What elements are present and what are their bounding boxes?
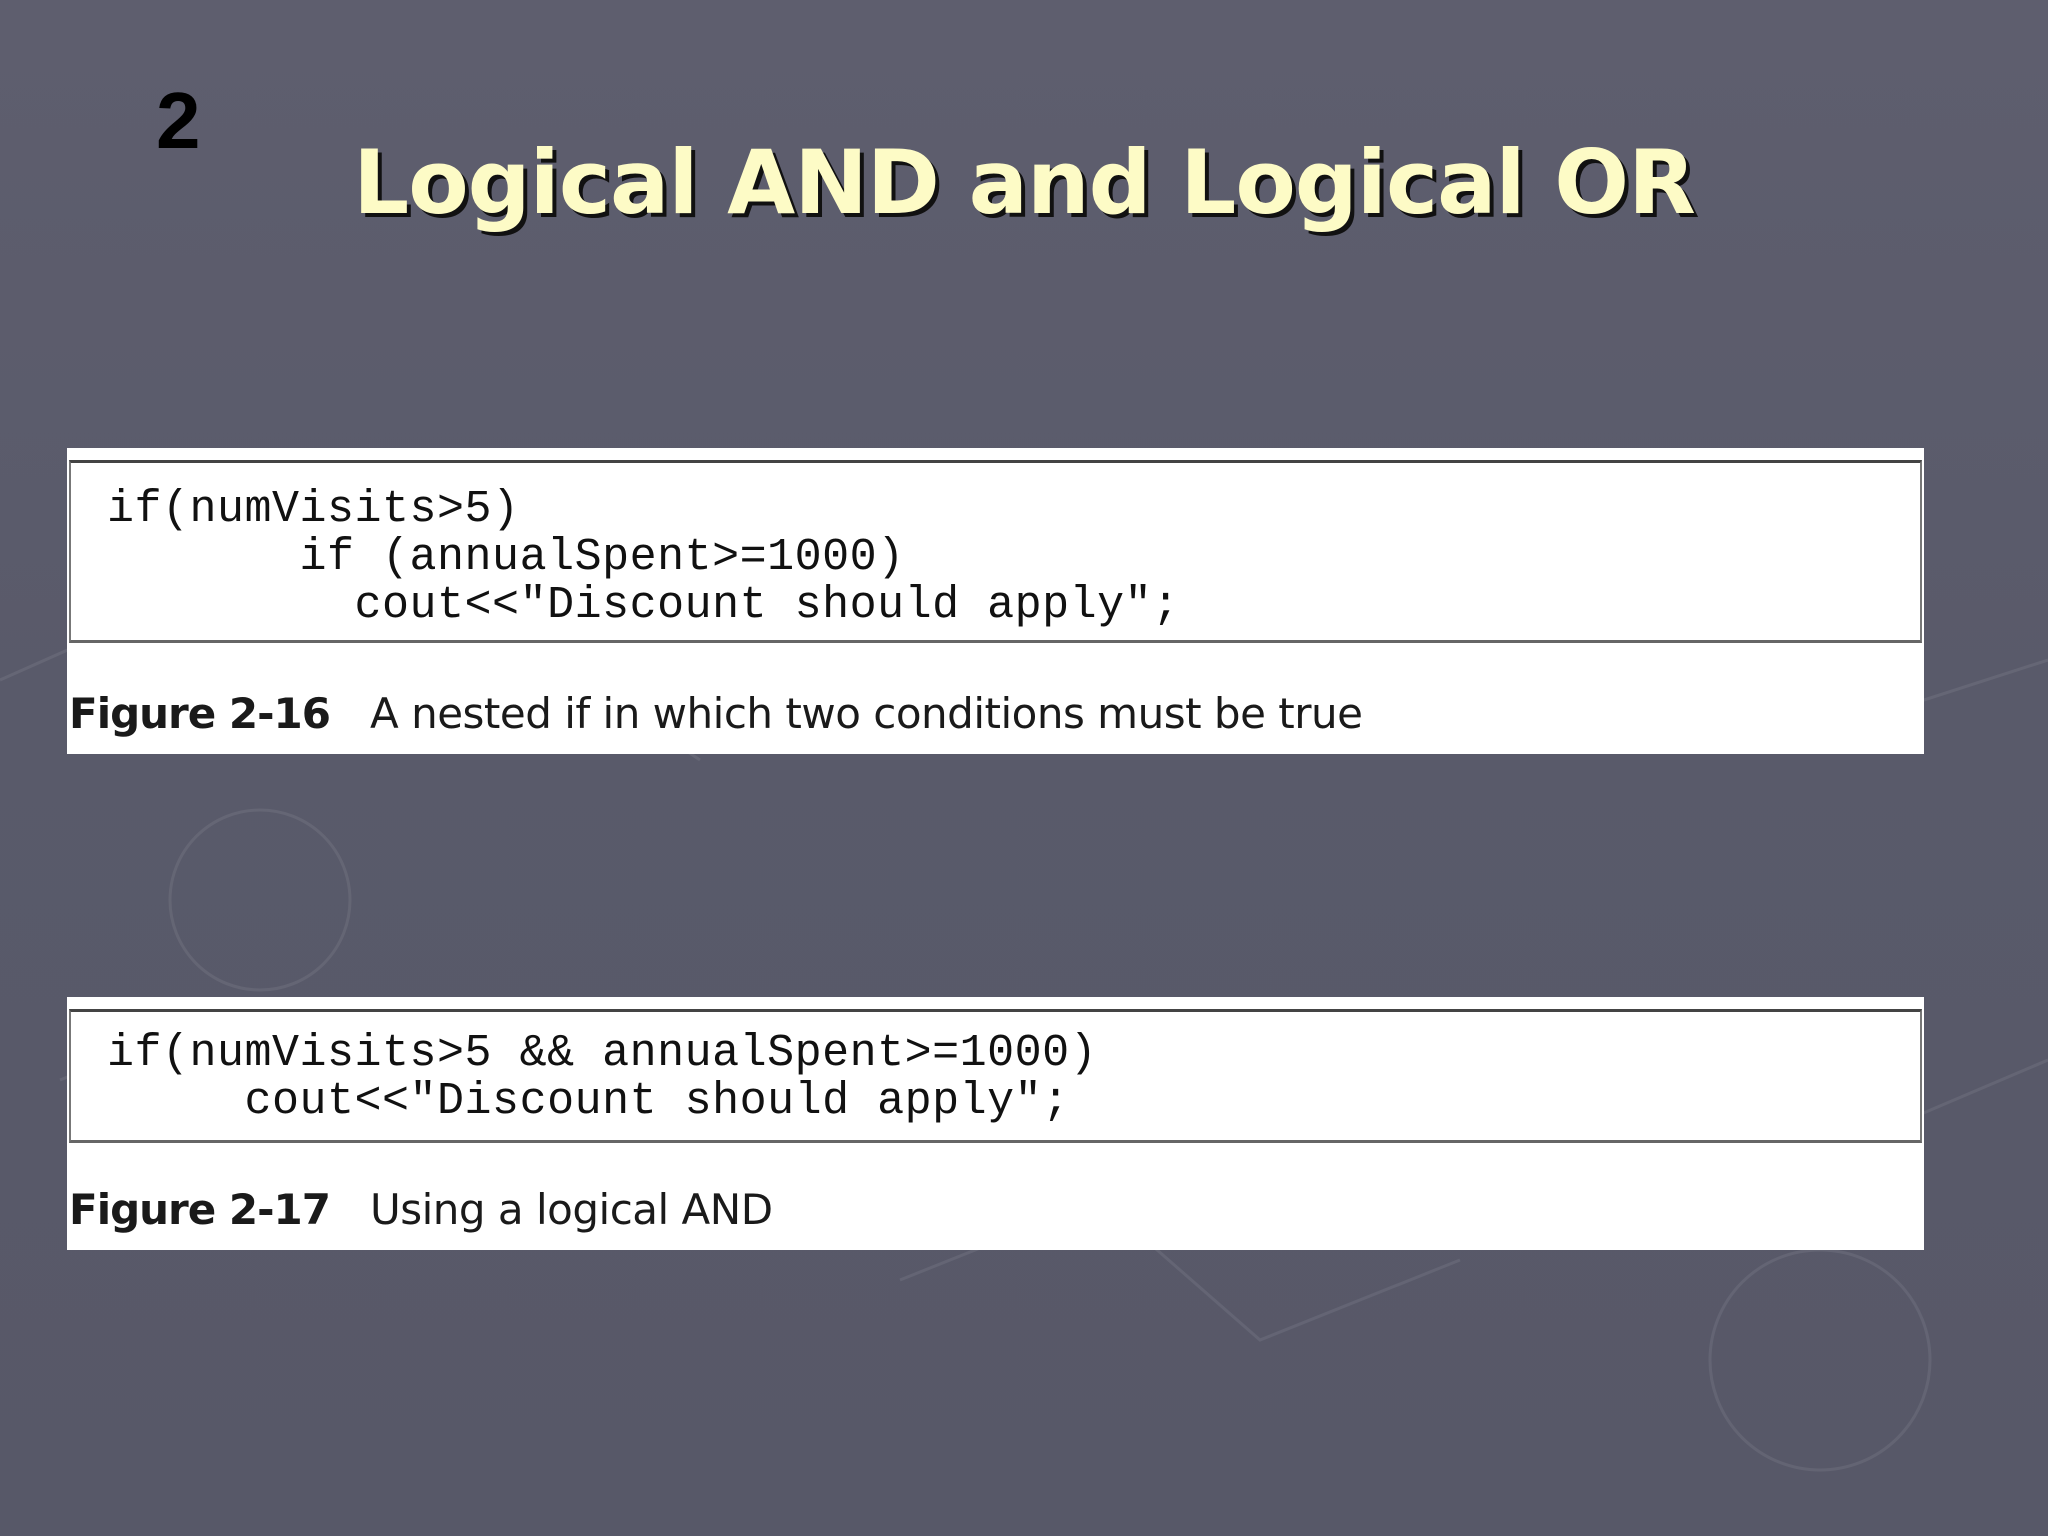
code-block: if(numVisits>5 && annualSpent>=1000) cou… — [69, 1009, 1922, 1143]
caption-label: Figure 2-16 — [69, 689, 331, 738]
figure-caption: Figure 2-16 A nested if in which two con… — [69, 689, 1363, 739]
code-line: if(numVisits>5 && annualSpent>=1000) — [107, 1028, 1098, 1079]
code-line: cout<<"Discount should apply"; — [107, 580, 1180, 631]
caption-text: A nested if in which two conditions must… — [370, 689, 1363, 738]
code-line: if (annualSpent>=1000) — [107, 532, 905, 583]
figure-2-17: if(numVisits>5 && annualSpent>=1000) cou… — [67, 997, 1924, 1250]
slide-number: 2 — [156, 76, 201, 165]
figure-caption: Figure 2-17 Using a logical AND — [69, 1185, 773, 1235]
caption-text: Using a logical AND — [370, 1185, 773, 1234]
slide-title: Logical AND and Logical OR — [353, 131, 1696, 234]
caption-label: Figure 2-17 — [69, 1185, 331, 1234]
code-block: if(numVisits>5) if (annualSpent>=1000) c… — [69, 460, 1922, 643]
figure-2-16: if(numVisits>5) if (annualSpent>=1000) c… — [67, 448, 1924, 754]
code-line: if(numVisits>5) — [107, 484, 520, 535]
code-line: cout<<"Discount should apply"; — [107, 1076, 1070, 1127]
